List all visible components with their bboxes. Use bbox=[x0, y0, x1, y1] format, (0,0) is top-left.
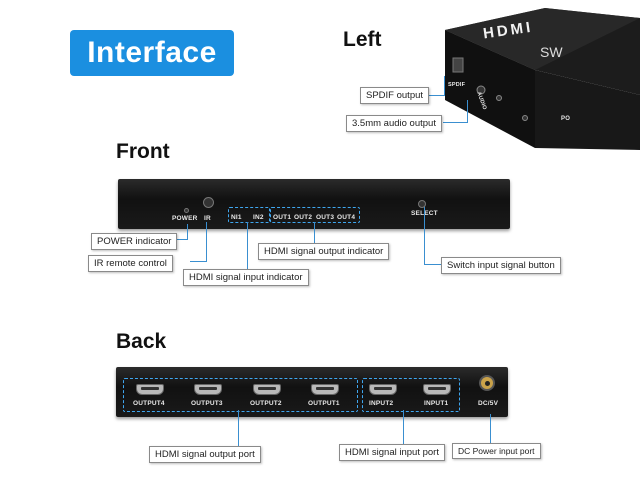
banner-title: Interface bbox=[87, 36, 217, 69]
power-led-icon bbox=[184, 208, 189, 213]
out1-label: OUT1 bbox=[273, 214, 292, 221]
ir-remote-callout: IR remote control bbox=[88, 255, 173, 272]
spdif-output-callout: SPDIF output bbox=[360, 87, 430, 104]
output2-port-icon bbox=[253, 384, 281, 395]
out3-label: OUT3 bbox=[316, 214, 335, 221]
audio-leader bbox=[443, 122, 467, 123]
back-heading: Back bbox=[116, 330, 167, 353]
input-indicator-leader bbox=[247, 222, 248, 270]
select-leader-h bbox=[424, 264, 442, 265]
output3-port-icon bbox=[194, 384, 222, 395]
output1-port-icon bbox=[311, 384, 339, 395]
left-heading: Left bbox=[343, 28, 382, 51]
power-leader-v bbox=[187, 224, 188, 240]
spdif-port-label: SPDIF bbox=[448, 82, 466, 88]
output4-label: OUTPUT4 bbox=[133, 400, 165, 407]
output4-port-icon bbox=[136, 384, 164, 395]
output-ports-box bbox=[123, 378, 358, 412]
input-indicator-callout: HDMI signal input indicator bbox=[183, 269, 309, 286]
ir-leader-v bbox=[206, 222, 207, 262]
left-device-image: HDMI SW SPDIF AUDIO PO bbox=[425, 0, 640, 150]
audio-output-callout: 3.5mm audio output bbox=[346, 115, 442, 132]
po-port-label: PO bbox=[561, 116, 571, 122]
front-heading: Front bbox=[116, 140, 170, 163]
output1-label: OUTPUT1 bbox=[308, 400, 340, 407]
switch-device-left-view bbox=[445, 8, 640, 150]
dc-port-leader bbox=[490, 414, 491, 443]
input-port-leader bbox=[403, 410, 404, 445]
output-indicator-leader bbox=[314, 222, 315, 244]
in2-label: IN2 bbox=[253, 214, 264, 221]
input-indicator-box bbox=[228, 207, 270, 223]
in1-label: NI1 bbox=[231, 214, 242, 221]
power-indicator-callout: POWER indicator bbox=[91, 233, 178, 250]
ir-label: IR bbox=[204, 215, 211, 222]
back-panel: OUTPUT4 OUTPUT3 OUTPUT2 OUTPUT1 INPUT2 I… bbox=[116, 367, 508, 417]
input1-port-icon bbox=[423, 384, 451, 395]
dc-label: DC/5V bbox=[478, 400, 499, 407]
input-port-callout: HDMI signal input port bbox=[339, 444, 445, 461]
power-label: POWER bbox=[172, 215, 198, 222]
input2-label: INPUT2 bbox=[369, 400, 394, 407]
output3-label: OUTPUT3 bbox=[191, 400, 223, 407]
front-panel: POWER IR NI1 IN2 OUT1 OUT2 OUT3 OUT4 SEL… bbox=[118, 179, 510, 229]
input-ports-box bbox=[362, 378, 460, 412]
out4-label: OUT4 bbox=[337, 214, 356, 221]
output-indicator-callout: HDMI signal output indicator bbox=[258, 243, 390, 260]
input2-port-icon bbox=[369, 384, 397, 395]
interface-banner: Interface bbox=[70, 30, 234, 76]
input1-label: INPUT1 bbox=[424, 400, 449, 407]
output-port-leader bbox=[238, 410, 239, 446]
output-port-callout: HDMI signal output port bbox=[149, 446, 261, 463]
output2-label: OUTPUT2 bbox=[250, 400, 282, 407]
select-button-callout: Switch input signal button bbox=[441, 257, 561, 274]
dc-port-callout: DC Power input port bbox=[452, 443, 541, 459]
spdif-leader-v bbox=[444, 76, 445, 96]
audio-leader-v bbox=[467, 100, 468, 123]
select-button-icon bbox=[418, 200, 426, 208]
output-indicator-box bbox=[270, 207, 360, 223]
ir-leader-h bbox=[190, 261, 207, 262]
spdif-leader bbox=[426, 95, 444, 96]
select-leader-v bbox=[424, 207, 425, 265]
ir-receiver-icon bbox=[203, 197, 214, 208]
device-sub-label: SW bbox=[540, 44, 563, 60]
out2-label: OUT2 bbox=[294, 214, 313, 221]
dc-jack-icon bbox=[479, 375, 495, 391]
